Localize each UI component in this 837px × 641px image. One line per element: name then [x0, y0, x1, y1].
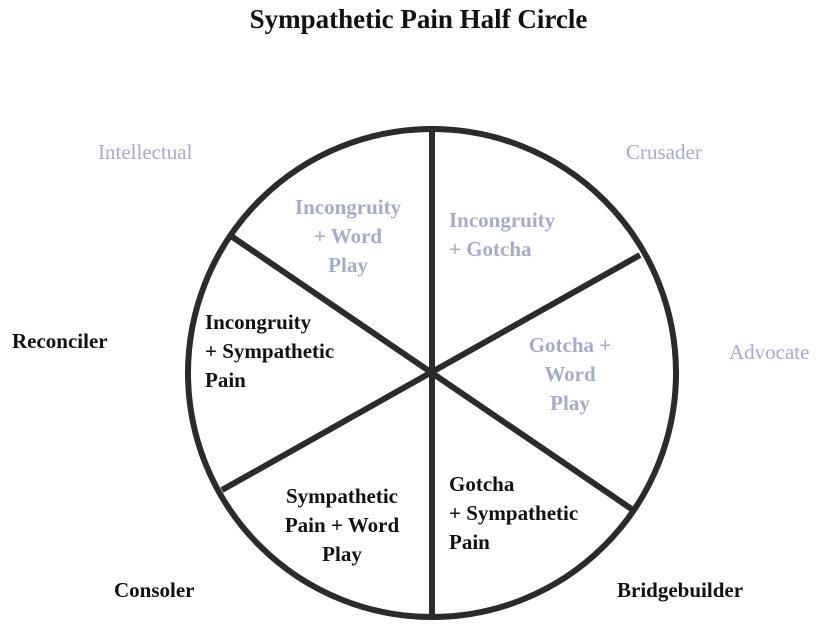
- diagram-title: Sympathetic Pain Half Circle: [249, 4, 588, 34]
- label-bridgebuilder: Bridgebuilder: [617, 578, 744, 602]
- segment-gotcha-word-play: Gotcha + Word Play: [528, 333, 612, 415]
- divider-diagonal-b: [220, 252, 642, 493]
- label-advocate: Advocate: [729, 340, 810, 364]
- wheel-outline: [185, 126, 679, 620]
- label-consoler: Consoler: [114, 578, 195, 602]
- label-intellectual: Intellectual: [98, 140, 193, 164]
- label-crusader: Crusader: [626, 140, 702, 164]
- segment-sympathetic-pain-word-play: Sympathetic Pain + Word Play: [284, 484, 400, 566]
- segment-incongruity-sympathetic-pain: Incongruity + Sympathetic Pain: [205, 310, 335, 392]
- segment-incongruity-word-play: Incongruity + Word Play: [294, 195, 402, 277]
- segment-incongruity-gotcha: Incongruity + Gotcha: [449, 208, 556, 261]
- label-reconciler: Reconciler: [12, 329, 108, 353]
- segment-gotcha-sympathetic-pain: Gotcha + Sympathetic Pain: [449, 472, 579, 554]
